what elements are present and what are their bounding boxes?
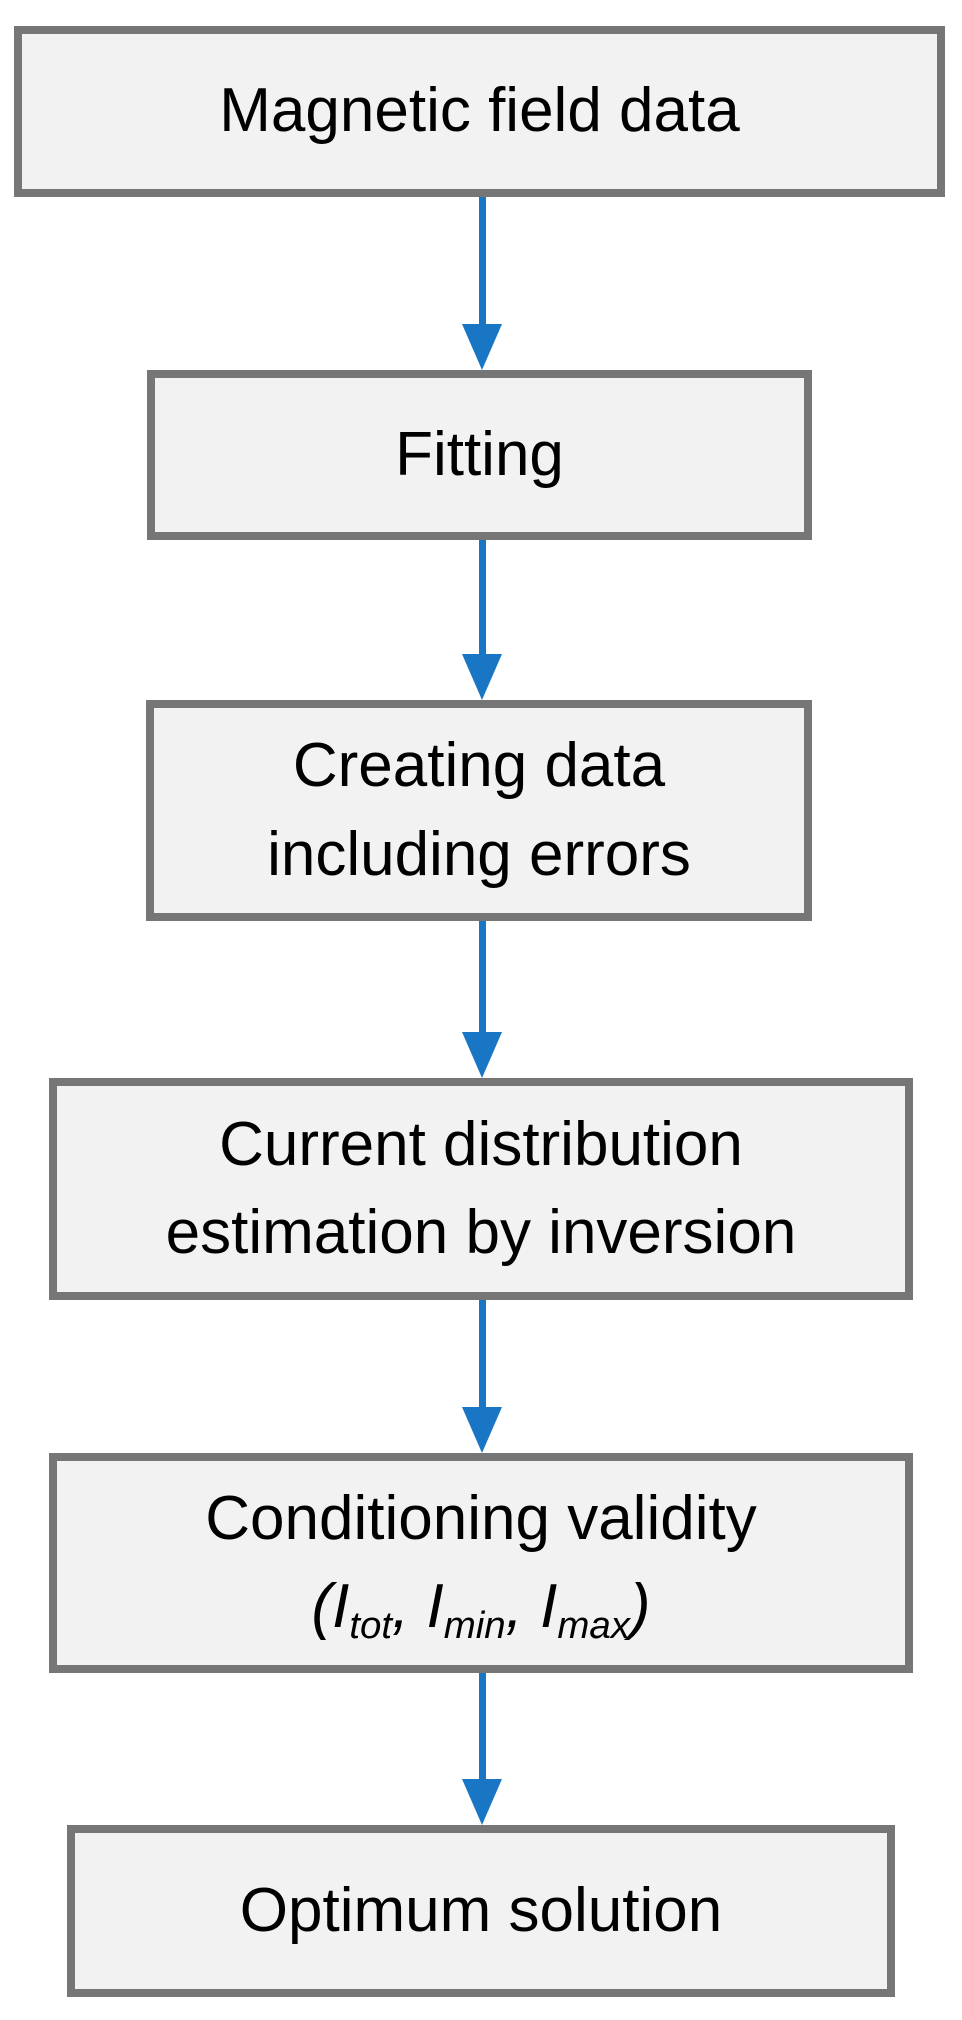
flow-arrow-4 [462,1300,502,1453]
arrow-head-icon [462,1032,502,1078]
formula-separator: , [392,1572,427,1641]
node-text-line: Conditioning validity [205,1483,757,1553]
arrow-line [478,1673,486,1779]
node-label: Current distribution estimation by inver… [57,1101,905,1277]
node-text-line: including errors [267,819,691,889]
formula-symbol-imin: Imin [426,1572,505,1647]
node-optimum-solution: Optimum solution [67,1825,895,1997]
formula-separator: , [505,1572,541,1641]
formula-base: I [426,1572,444,1641]
node-text-line: estimation by inversion [165,1198,797,1267]
arrow-head-icon [462,1407,502,1453]
formula-symbol-imax: Imax [540,1572,630,1647]
flow-arrow-3 [462,921,502,1078]
node-label: Fitting [155,411,804,499]
node-fitting: Fitting [147,370,812,540]
node-creating-data-including-errors: Creating data including errors [146,700,812,921]
arrow-line [478,921,486,1032]
formula-base: I [332,1572,350,1641]
formula-open-paren: ( [311,1572,333,1641]
formula-subscript: min [443,1603,506,1647]
node-magnetic-field-data: Magnetic field data [14,26,945,197]
formula-base: I [540,1572,558,1641]
formula-symbol-itot: Itot [332,1572,392,1647]
node-current-distribution-estimation: Current distribution estimation by inver… [49,1078,913,1300]
node-text-line: Current distribution [219,1109,743,1179]
node-text-line: Creating data [292,731,666,801]
node-text-line: Fitting [395,419,564,489]
node-formula-line: (Itot, Imin, Imax) [57,1563,905,1651]
node-label: Conditioning validity (Itot, Imin, Imax) [57,1475,905,1651]
node-label: Optimum solution [75,1867,887,1955]
node-label: Magnetic field data [22,67,937,155]
node-label: Creating data including errors [154,722,804,898]
flow-arrow-5 [462,1673,502,1825]
arrow-line [478,197,486,324]
formula-subscript: tot [349,1603,393,1647]
node-text-line: Optimum solution [239,1875,723,1945]
node-conditioning-validity: Conditioning validity (Itot, Imin, Imax) [49,1453,913,1673]
formula-subscript: max [557,1603,630,1647]
arrow-line [478,1300,486,1407]
arrow-head-icon [462,1779,502,1825]
arrow-head-icon [462,654,502,700]
arrow-line [478,540,486,654]
arrow-head-icon [462,324,502,370]
node-text-line: Magnetic field data [219,76,740,146]
formula-close-paren: ) [629,1572,651,1641]
flow-arrow-1 [462,197,502,370]
flow-arrow-2 [462,540,502,700]
